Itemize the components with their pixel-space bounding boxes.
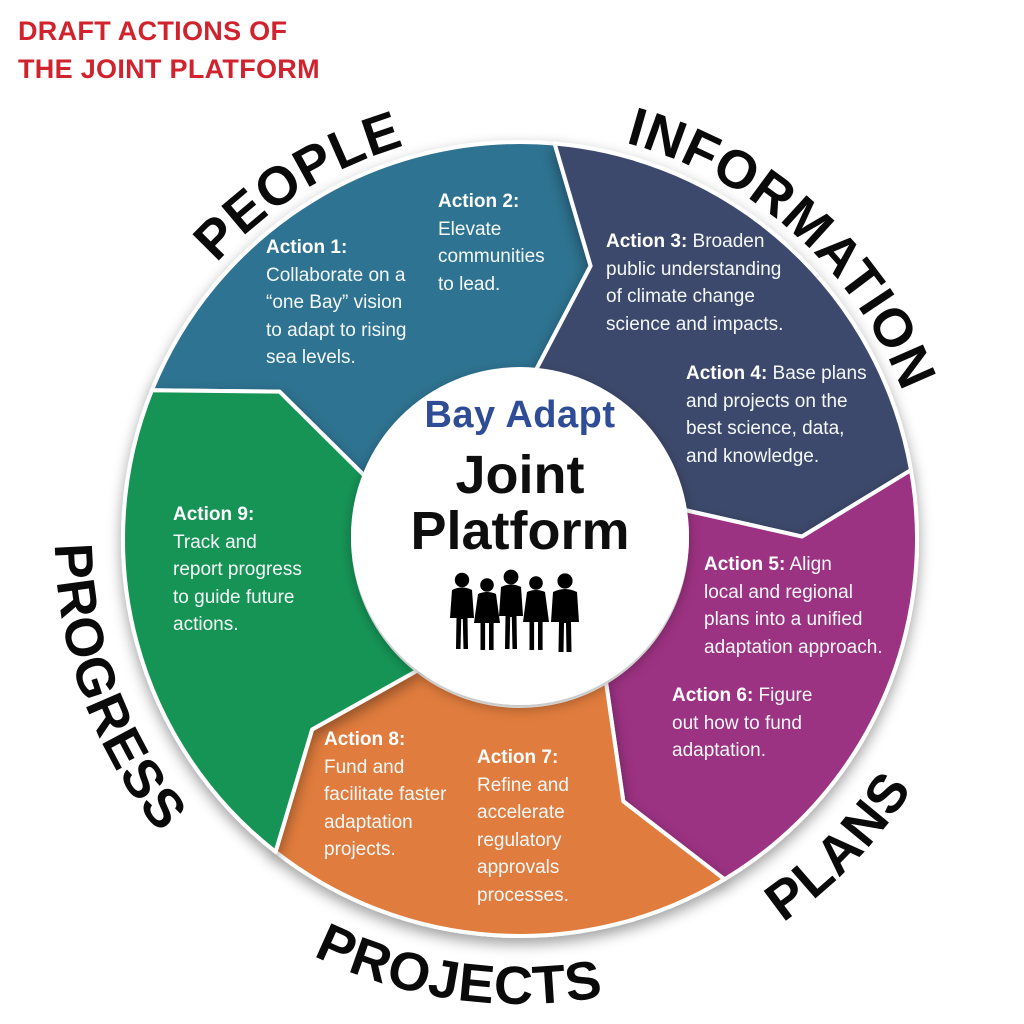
- draft-title-line1: DRAFT ACTIONS OF: [18, 16, 288, 46]
- action-1-text: Action 1:Collaborate on a“one Bay” visio…: [266, 237, 407, 368]
- center-hub: Bay Adapt Joint Platform: [352, 394, 688, 664]
- action-6-label: Action 6:: [672, 685, 754, 706]
- center-title-line1: Joint: [455, 445, 585, 505]
- draft-title: DRAFT ACTIONS OF THE JOINT PLATFORM: [18, 12, 320, 88]
- action-3-label: Action 3:: [606, 231, 688, 252]
- brand-text: Bay Adapt: [424, 394, 616, 436]
- center-hub-circle: [351, 367, 689, 705]
- center-title: Joint Platform: [352, 447, 688, 559]
- draft-title-line2: THE JOINT PLATFORM: [18, 54, 320, 84]
- action-9-label: Action 9:: [173, 504, 255, 525]
- center-title-line2: Platform: [410, 501, 630, 561]
- action-8-label: Action 8:: [324, 729, 406, 750]
- action-5-label: Action 5:: [704, 554, 786, 575]
- action-7-label: Action 7:: [477, 747, 559, 768]
- people-group-icon: [450, 569, 579, 652]
- action-4-label: Action 4:: [686, 363, 768, 384]
- action-1-label: Action 1:: [266, 237, 348, 258]
- segment-projects: [273, 668, 727, 939]
- action-2-label: Action 2:: [438, 191, 520, 212]
